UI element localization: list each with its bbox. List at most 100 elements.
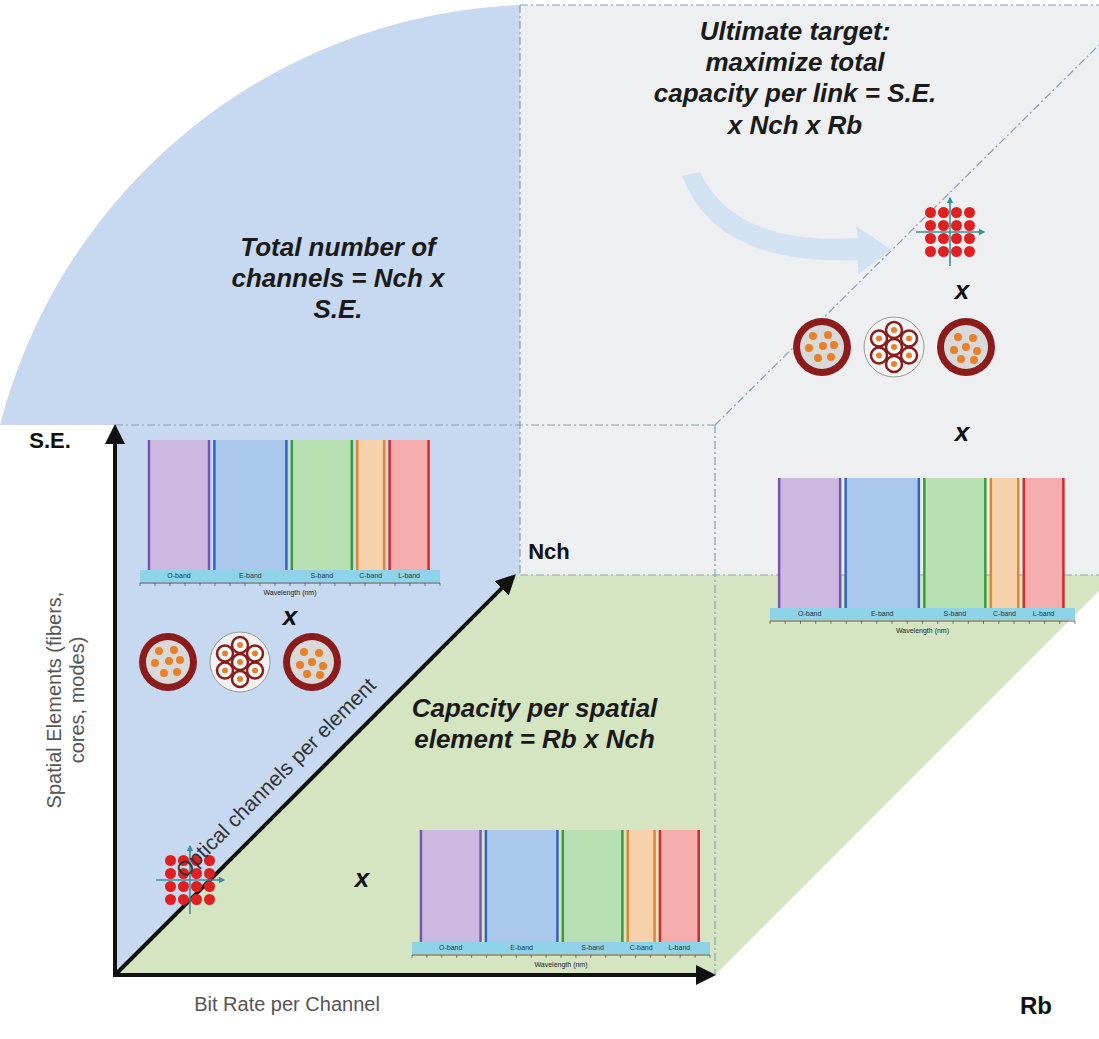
axis-tick	[395, 583, 396, 586]
shape	[232, 637, 248, 653]
shape	[210, 632, 270, 692]
axis-tick	[998, 621, 999, 624]
shape	[957, 355, 965, 363]
axis-tick	[1044, 621, 1045, 624]
axis-tick	[410, 583, 411, 586]
axis-tick	[275, 583, 276, 586]
shape	[964, 207, 975, 218]
axis-tick	[953, 621, 954, 624]
band-block	[563, 830, 623, 942]
axis-label: Bit Rate per Channel	[194, 993, 380, 1016]
shape	[973, 347, 981, 355]
band-edge	[485, 830, 488, 942]
band-block	[779, 478, 840, 608]
shape	[886, 356, 902, 372]
shape	[237, 642, 243, 648]
shape	[222, 651, 228, 657]
axis-tick	[846, 621, 847, 624]
shape	[938, 233, 949, 244]
band-label: E-band	[239, 572, 262, 580]
band-block	[660, 830, 699, 942]
axis-tick	[260, 583, 261, 586]
band-block	[292, 440, 352, 570]
band-block	[390, 440, 429, 570]
shape	[165, 881, 176, 892]
axis-tick	[1075, 621, 1076, 624]
band-edge	[351, 440, 354, 570]
shape	[191, 881, 202, 892]
shape	[925, 233, 936, 244]
shape	[906, 353, 912, 359]
shape	[290, 640, 334, 684]
shape	[165, 894, 176, 905]
shape	[951, 220, 962, 231]
shape	[178, 881, 189, 892]
band-edge	[653, 830, 656, 942]
axis-tick	[922, 621, 923, 624]
shape	[232, 654, 248, 670]
axis-tick	[516, 955, 517, 958]
shape	[925, 246, 936, 257]
band-label: L-band	[668, 944, 690, 952]
axis-tick	[575, 955, 576, 958]
axis-tick	[471, 955, 472, 958]
multicore-fiber-icon	[793, 318, 851, 376]
multiply-sign: Rb	[1020, 992, 1052, 1020]
shape	[303, 670, 311, 678]
multiply-sign: x	[283, 602, 297, 632]
shape	[871, 331, 887, 347]
axis-tick	[892, 621, 893, 624]
shape	[970, 356, 978, 364]
multiply-sign: x	[955, 276, 969, 306]
shape	[191, 894, 202, 905]
axis-tick	[290, 583, 291, 586]
shape	[962, 343, 970, 351]
axis-tick	[380, 583, 381, 586]
axis-tick	[635, 955, 636, 958]
shape	[300, 648, 308, 656]
axis-tick	[170, 583, 171, 586]
band-edge	[427, 440, 430, 570]
band-block	[924, 478, 985, 608]
axis-tick	[185, 583, 186, 586]
band-block	[214, 440, 286, 570]
shape	[204, 881, 215, 892]
shape	[319, 662, 327, 670]
axis-tick	[695, 955, 696, 958]
axis-tick	[456, 955, 457, 958]
shape	[217, 646, 233, 662]
shape	[876, 353, 882, 359]
band-label: C-band	[630, 944, 653, 952]
band-block	[1024, 478, 1064, 608]
shape	[204, 894, 215, 905]
shape	[139, 633, 197, 691]
shape	[178, 894, 189, 905]
shape	[247, 646, 263, 662]
band-edge	[844, 478, 847, 608]
shape	[906, 336, 912, 342]
shape	[308, 658, 316, 666]
spectrum-chart	[412, 830, 710, 958]
axis-tick	[785, 621, 786, 624]
shape	[901, 348, 917, 364]
band-edge	[984, 478, 987, 608]
band-edge	[627, 830, 630, 942]
axis-tick	[831, 621, 832, 624]
band-block	[149, 440, 209, 570]
band-edge	[208, 440, 211, 570]
shape	[173, 668, 181, 676]
shape	[237, 659, 243, 665]
multiply-sign: x	[955, 418, 969, 448]
band-block	[357, 440, 384, 570]
shape	[814, 354, 822, 362]
shape	[964, 246, 975, 257]
shape	[252, 651, 258, 657]
shape	[800, 325, 844, 369]
shape	[891, 327, 897, 333]
shape	[217, 663, 233, 679]
band-edge	[697, 830, 700, 942]
shape	[819, 342, 827, 350]
band-label: Wavelength (nm)	[896, 627, 949, 635]
